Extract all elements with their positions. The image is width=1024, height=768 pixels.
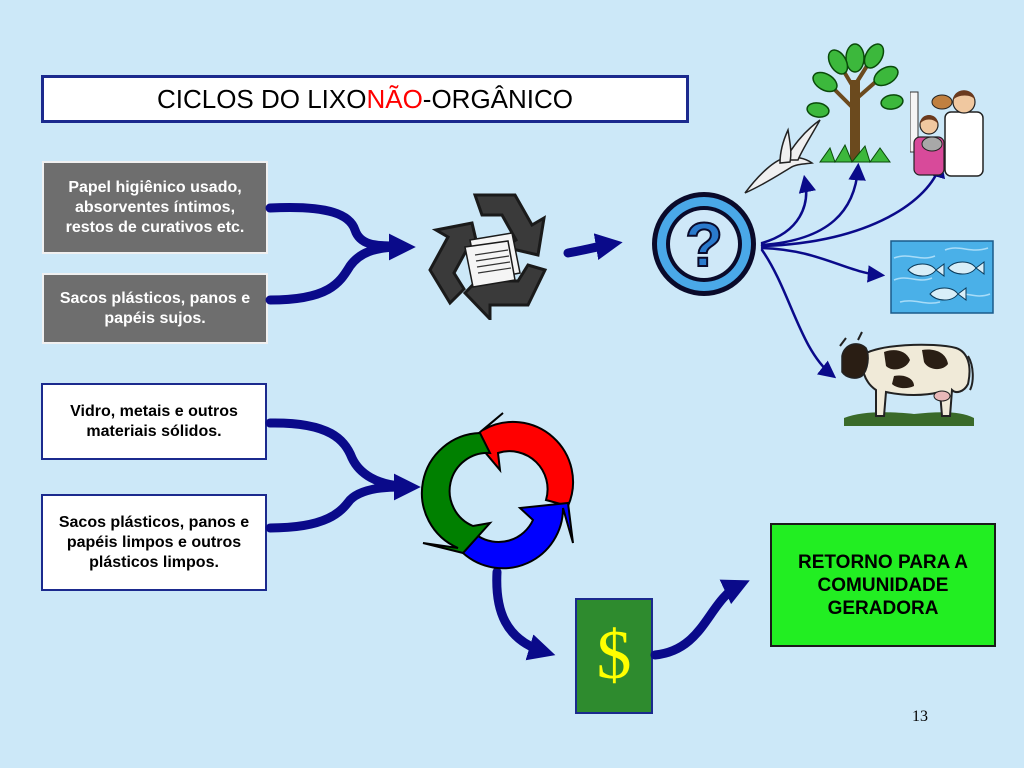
box-dirty-plastics-text: Sacos plásticos, panos e papéis sujos. [59,289,251,327]
question-mark: ? [685,211,723,280]
box-return-community-text: RETORNO PARA A COMUNIDADE GERADORA [798,551,968,619]
arrow-to-people [760,159,946,248]
box-hygiene-waste-text: Papel higiênico usado, absorventes íntim… [65,178,245,236]
box-solid-materials: Vidro, metais e outros materiais sólidos… [41,383,267,460]
title-accent: NÃO [366,83,423,114]
page-number: 13 [912,708,928,725]
fish-icon [890,240,994,314]
box-dirty-plastics: Sacos plásticos, panos e papéis sujos. [42,273,268,344]
title-text: CICLOS DO LIXO [156,83,367,114]
people-icon [910,90,984,177]
arrow-to-fish [760,246,886,283]
question-icon: ? [652,192,756,296]
arrow-to-cow [760,248,837,379]
page-title: CICLOS DO LIXO NÃO -ORGÂNICO [41,75,689,123]
box-solid-materials-text: Vidro, metais e outros materiais sólidos… [70,402,238,440]
arrow-cycle-to-money [492,567,556,661]
title-rest: -ORGÂNICO [422,83,574,114]
box-clean-plastics-text: Sacos plásticos, panos e papéis limpos e… [58,513,250,571]
money-symbol: $ [596,617,632,694]
arrow-bottom-upper [265,418,405,491]
arrow-top-upper [265,202,400,251]
arrow-top-lower [265,242,400,305]
box-clean-plastics: Sacos plásticos, panos e papéis limpos e… [41,494,267,591]
cow-icon [839,331,974,426]
arrow-bottom-lower [265,482,405,533]
arrow-money-to-result [650,579,750,660]
bird-icon [744,119,821,194]
box-hygiene-waste: Papel higiênico usado, absorventes íntim… [42,161,268,254]
tree-icon [806,43,904,164]
box-return-community: RETORNO PARA A COMUNIDADE GERADORA [770,523,996,647]
arrow-to-tree [760,162,866,247]
cycle-arrows-icon [420,412,575,570]
arrow-to-bird [760,174,816,245]
recycle-icon [428,193,548,320]
arrow-recycle-to-question [563,233,623,260]
